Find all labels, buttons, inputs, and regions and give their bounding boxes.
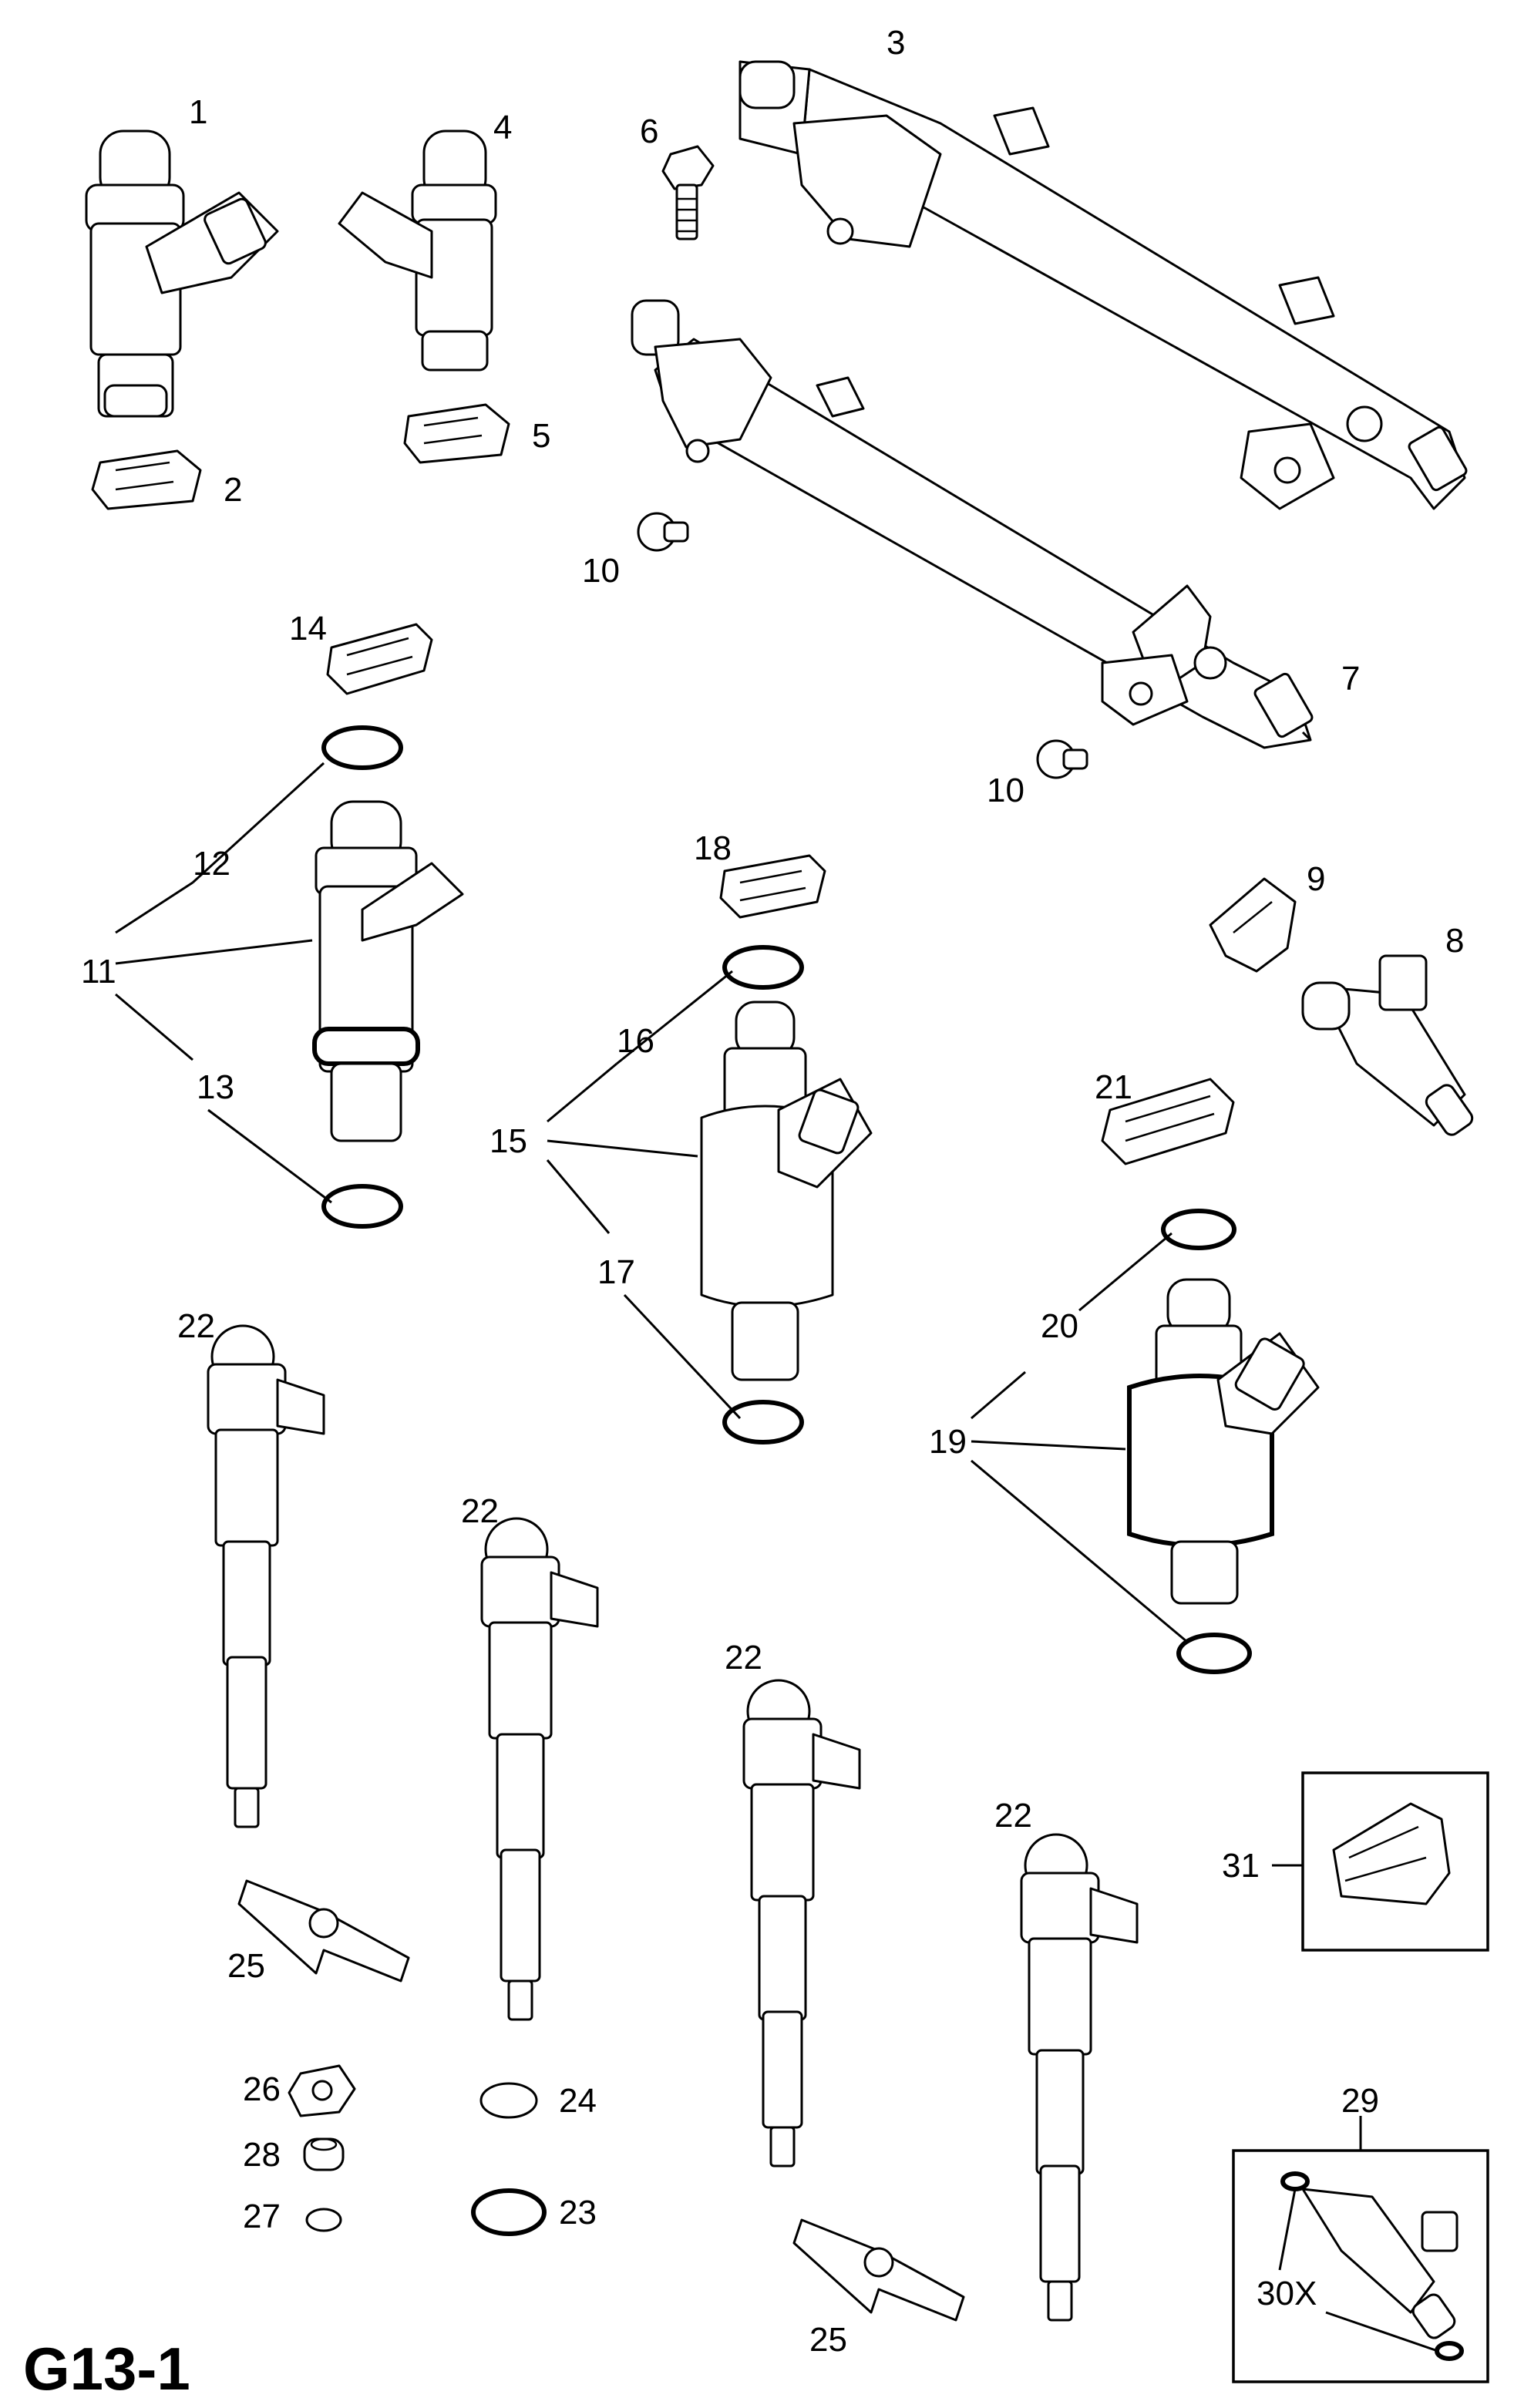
part-25-clamp-2 [792, 2218, 965, 2322]
part-28-spacer [303, 2137, 345, 2171]
part-16-o-ring [722, 945, 804, 990]
callout-16: 16 [617, 1022, 654, 1060]
part-22-diesel-injector-1 [207, 1324, 325, 1828]
part-14-clip [326, 623, 433, 695]
part-12-o-ring [321, 725, 403, 770]
part-11-fuel-injector [312, 800, 464, 1142]
callout-22-a: 22 [177, 1307, 215, 1345]
callout-7: 7 [1341, 660, 1360, 698]
part-9-clip [1209, 877, 1297, 973]
callout-5: 5 [532, 417, 550, 455]
callout-28: 28 [243, 2136, 281, 2174]
callout-4: 4 [493, 109, 512, 146]
callout-3: 3 [887, 24, 905, 62]
part-27-washer [305, 2208, 342, 2232]
callout-12: 12 [193, 845, 230, 883]
callout-9: 9 [1307, 860, 1325, 898]
part-4-fuel-injector [338, 129, 497, 372]
leader-30x-upper [1278, 2188, 1297, 2271]
callout-15: 15 [490, 1122, 527, 1160]
diagram-code: G13-1 [23, 2335, 190, 2403]
callout-13: 13 [197, 1068, 234, 1106]
part-10-screw-lower [1036, 739, 1088, 779]
part-7-fuel-rail [631, 299, 1314, 749]
part-25-clamp-1 [237, 1879, 410, 1983]
part-20-o-ring [1161, 1209, 1236, 1250]
callout-25-b: 25 [809, 2321, 847, 2359]
part-1-fuel-injector [85, 129, 279, 418]
callout-27: 27 [243, 2198, 281, 2235]
part-30x-o-ring-lower [1435, 2341, 1464, 2361]
callout-22-c: 22 [725, 1639, 762, 1677]
callout-18: 18 [694, 829, 732, 867]
part-13-o-ring [321, 1184, 403, 1229]
callout-31: 31 [1222, 1847, 1260, 1885]
callout-14: 14 [289, 610, 327, 647]
part-23-washer [471, 2188, 547, 2236]
callout-22-b: 22 [461, 1492, 499, 1530]
part-30x-o-ring-upper [1280, 2171, 1310, 2191]
callout-10-lower: 10 [987, 772, 1024, 809]
part-3-fuel-rail [738, 60, 1468, 510]
part-22-diesel-injector-3 [742, 1679, 861, 2168]
callout-22-d: 22 [994, 1797, 1032, 1835]
part-22-diesel-injector-2 [480, 1517, 599, 2021]
part-2-clip [91, 449, 202, 510]
part-29-fuel-injector [1301, 2188, 1458, 2339]
callout-23: 23 [559, 2194, 597, 2231]
callout-30x: 30X [1257, 2275, 1317, 2312]
part-26-nut [288, 2064, 356, 2117]
callout-19: 19 [929, 1423, 967, 1461]
callout-21: 21 [1095, 1068, 1132, 1106]
part-19-o-ring [1176, 1633, 1252, 1674]
part-19-fuel-injector [1127, 1278, 1320, 1605]
callout-1: 1 [189, 93, 207, 131]
part-5-clip [403, 403, 510, 464]
callout-8: 8 [1445, 922, 1464, 960]
part-6-bolt [661, 145, 715, 240]
part-22-diesel-injector-4 [1020, 1833, 1139, 2322]
part-18-clip [719, 854, 826, 919]
part-21-clip [1101, 1078, 1235, 1165]
part-15-fuel-injector [700, 1001, 873, 1381]
part-24-washer [479, 2082, 538, 2119]
part-8-fuel-injector [1301, 954, 1474, 1136]
callout-25-a: 25 [227, 1947, 265, 1985]
part-17-o-ring [722, 1400, 804, 1444]
callout-20: 20 [1041, 1307, 1078, 1345]
callout-29: 29 [1341, 2082, 1379, 2120]
leader-30x-lower [1325, 2311, 1438, 2353]
part-31-heat-shield [1332, 1802, 1451, 1905]
callout-24: 24 [559, 2082, 597, 2120]
callout-26: 26 [243, 2070, 281, 2108]
part-10-screw-upper [637, 512, 689, 552]
leader-lines [115, 762, 1188, 1643]
callout-6: 6 [640, 113, 658, 150]
callout-10-upper: 10 [582, 552, 620, 590]
callout-2: 2 [224, 471, 242, 509]
callout-11: 11 [81, 953, 116, 990]
callout-17: 17 [597, 1253, 635, 1291]
